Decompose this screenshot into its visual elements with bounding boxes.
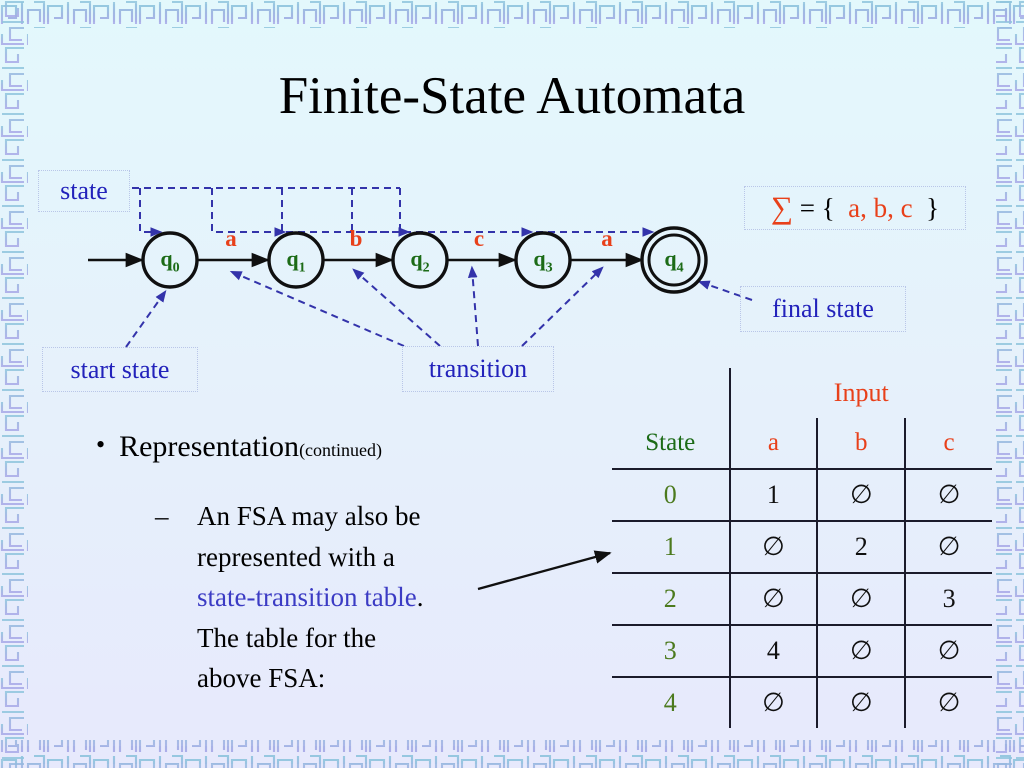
callout-state: state xyxy=(38,170,130,212)
row-state-0: 0 xyxy=(612,468,730,521)
cell-4-b: ∅ xyxy=(816,676,906,728)
cell-0-c: ∅ xyxy=(904,468,992,521)
state-circle-q4-outer[interactable] xyxy=(640,226,708,294)
cell-3-a: 4 xyxy=(728,624,818,677)
callout-final-state: final state xyxy=(740,286,906,332)
callout-transition: transition xyxy=(402,346,554,392)
cell-4-c: ∅ xyxy=(904,676,992,728)
cell-2-b: ∅ xyxy=(816,572,906,625)
state-transition-table-link[interactable]: state-transition table xyxy=(197,582,417,612)
state-circle-q1[interactable] xyxy=(267,231,325,289)
sub-line-4: The table for the xyxy=(197,622,377,653)
row-state-1: 1 xyxy=(612,520,730,573)
state-circle-q4-inner xyxy=(647,233,701,287)
callout-start-state: start state xyxy=(42,347,198,392)
state-circle-q0[interactable] xyxy=(141,231,199,289)
row-state-4: 4 xyxy=(612,676,730,728)
state-circles xyxy=(141,226,708,294)
sub-line-5: above FSA: xyxy=(197,663,326,693)
sigma-icon: ∑ xyxy=(770,190,793,225)
row-state-2: 2 xyxy=(612,572,730,625)
final-state-pointer-line xyxy=(697,280,753,301)
table-row: 1 ∅ 2 ∅ xyxy=(612,520,992,573)
sub-line-1: An FSA may also be xyxy=(197,501,421,531)
cell-3-b: ∅ xyxy=(816,624,906,677)
alphabet-equals: = { xyxy=(792,192,849,223)
cell-2-c: 3 xyxy=(904,572,992,625)
cell-0-b: ∅ xyxy=(816,468,906,521)
alphabet-close: } xyxy=(912,192,940,223)
sub-line-2: represented with a xyxy=(197,541,395,572)
table-header-state: State xyxy=(645,429,696,456)
transition-table-element: Input State a b c 0 1 ∅ ∅ 1 ∅ 2 ∅ 2 ∅ ∅ … xyxy=(612,368,992,728)
alphabet-definition: ∑ = { a, b, c } xyxy=(744,186,966,230)
row-state-3: 3 xyxy=(612,624,730,677)
table-title-row: Input xyxy=(612,368,992,418)
table-header-input: Input xyxy=(728,368,992,418)
sub-bullet-dash-icon: – xyxy=(155,501,169,531)
page-title: Finite-State Automata xyxy=(278,67,746,125)
sub-line-3: . xyxy=(416,582,424,612)
table-row: 0 1 ∅ ∅ xyxy=(612,468,992,521)
bullet-dot-icon: • xyxy=(96,430,106,459)
alphabet-members: a, b, c xyxy=(848,192,913,223)
state-pointer-lines xyxy=(132,187,655,237)
cell-0-a: 1 xyxy=(728,468,818,521)
table-row: 4 ∅ ∅ ∅ xyxy=(612,676,992,728)
cell-4-a: ∅ xyxy=(728,676,818,728)
start-state-pointer-line xyxy=(125,290,167,348)
table-row: 3 4 ∅ ∅ xyxy=(612,624,992,677)
cell-3-c: ∅ xyxy=(904,624,992,677)
state-circle-q2[interactable] xyxy=(391,231,449,289)
table-title-spacer xyxy=(612,368,730,418)
bullet-main-paren: (continued) xyxy=(299,440,383,460)
cell-2-a: ∅ xyxy=(728,572,818,625)
sub-bullet-body: An FSA may also be represented with a st… xyxy=(197,496,515,699)
sub-bullet-fsa-table: – An FSA may also be represented with a … xyxy=(155,496,515,699)
cell-1-b: 2 xyxy=(816,520,906,573)
bullet-main-text: Representation xyxy=(119,430,300,463)
bullet-representation: • Representation(continued) xyxy=(96,430,382,464)
table-header-col-a: a xyxy=(728,418,818,469)
cell-1-c: ∅ xyxy=(904,520,992,573)
table-header-row: State a b c xyxy=(612,418,992,469)
state-circle-q3[interactable] xyxy=(514,231,572,289)
table-header-col-c: c xyxy=(904,418,992,469)
table-header-col-b: b xyxy=(816,418,906,469)
transition-pointer-lines xyxy=(229,265,604,347)
state-transition-table: Input State a b c 0 1 ∅ ∅ 1 ∅ 2 ∅ 2 ∅ ∅ … xyxy=(612,368,992,736)
table-row: 2 ∅ ∅ 3 xyxy=(612,572,992,625)
cell-1-a: ∅ xyxy=(728,520,818,573)
